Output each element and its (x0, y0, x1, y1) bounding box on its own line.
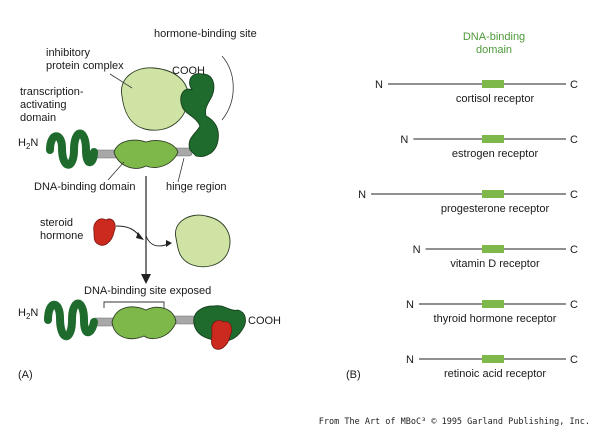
receptor-c-label: C (570, 189, 578, 201)
panel-a: inhibitory protein complex hormone-bindi… (18, 28, 281, 381)
receptor-n-label: N (413, 244, 421, 256)
receptor-n-label: N (358, 189, 366, 201)
label-steroid: steroid (40, 217, 73, 229)
label-dna-site-exposed: DNA-binding site exposed (84, 285, 211, 297)
receptor-n-label: N (400, 134, 408, 146)
released-inhibitory-complex (175, 214, 231, 268)
release-arrow (145, 235, 169, 247)
label-h2n-top: H2N (18, 137, 38, 151)
receptor-c-label: C (570, 299, 578, 311)
header-dna-binding: DNA-binding (463, 31, 525, 43)
h2n-b-n: N (30, 307, 38, 319)
transcription-activating-domain (46, 129, 98, 169)
credit-text: From The Art of MBoC³ © 1995 Garland Pub… (319, 417, 590, 427)
receptor-dna-domain (482, 300, 504, 308)
label-hormone: hormone (40, 230, 83, 242)
receptor-name: thyroid hormone receptor (434, 313, 557, 325)
receptor-n-label: N (406, 299, 414, 311)
label-tad-1: transcription- (20, 86, 84, 98)
receptor-n-label: N (406, 354, 414, 366)
hormone-binding-site-pointer (221, 55, 234, 121)
label-cooh-bottom: COOH (248, 315, 281, 327)
exposed-site-bracket (103, 301, 165, 308)
receptor-name: vitamin D receptor (450, 258, 540, 270)
receptor-c-label: C (570, 79, 578, 91)
steroid-hormone-shape (93, 218, 116, 246)
header-domain: domain (476, 44, 512, 56)
dna-binding-domain-shape (113, 139, 179, 169)
panel-b-label: (B) (346, 369, 361, 381)
h2n-b-sub: 2 (26, 312, 31, 321)
receptor-dna-domain (482, 245, 504, 253)
receptor-name: progesterone receptor (441, 203, 550, 215)
receptor-c-label: C (570, 134, 578, 146)
hormone-arrow-head (136, 232, 144, 240)
transcription-activating-domain-bottom (44, 299, 98, 341)
dna-binding-domain-bottom (111, 306, 177, 340)
label-cooh-top: COOH (172, 65, 205, 77)
hormone-arrow (115, 225, 141, 237)
bound-hormone-shape (211, 320, 232, 350)
receptor-dna-domain (482, 190, 504, 198)
receptor-dna-domain (482, 355, 504, 363)
label-h2n-bottom: H2N (18, 307, 38, 321)
label-hormone-binding-site: hormone-binding site (154, 28, 257, 40)
panel-a-label: (A) (18, 369, 33, 381)
dna-binding-pointer (107, 161, 125, 181)
inhibitory-pointer (109, 73, 133, 89)
h2n-h: H (18, 137, 26, 149)
receptor-c-label: C (570, 354, 578, 366)
label-inhibitory-1: inhibitory (46, 47, 91, 59)
main-arrow-head (141, 274, 151, 284)
label-tad-2: activating (20, 99, 66, 111)
label-tad-3: domain (20, 112, 56, 124)
label-inhibitory-2: protein complex (46, 60, 124, 72)
receptor-c-label: C (570, 244, 578, 256)
label-dna-binding-domain: DNA-binding domain (34, 181, 136, 193)
label-hinge-region: hinge region (166, 181, 227, 193)
h2n-b-h: H (18, 307, 26, 319)
receptor-dna-domain (482, 135, 504, 143)
receptor-dna-domain (482, 80, 504, 88)
release-arrow-head (166, 240, 172, 247)
h2n-sub: 2 (26, 142, 31, 151)
inhibitory-protein-complex (121, 67, 189, 131)
hormone-binding-domain (180, 73, 219, 157)
receptor-name: retinoic acid receptor (444, 368, 546, 380)
receptor-name: cortisol receptor (456, 93, 535, 105)
receptor-n-label: N (375, 79, 383, 91)
h2n-n: N (30, 137, 38, 149)
receptor-name: estrogen receptor (452, 148, 539, 160)
hinge-pointer (177, 157, 185, 183)
